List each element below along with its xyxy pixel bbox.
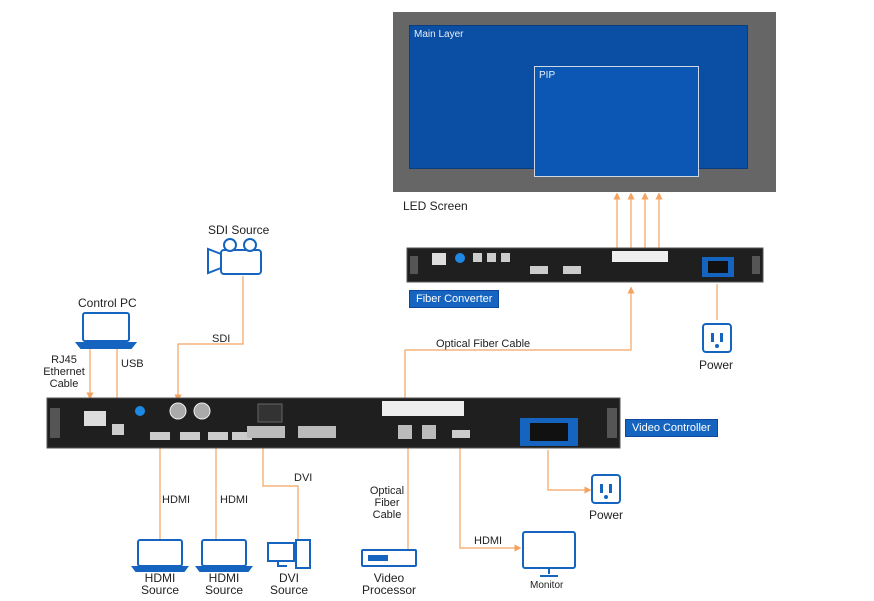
sdi-cable-label: SDI bbox=[212, 333, 231, 345]
laptop-icon bbox=[74, 312, 138, 349]
control-pc-label: Control PC bbox=[78, 296, 137, 310]
monitor-icon bbox=[522, 531, 576, 577]
pip-label: PIP bbox=[539, 70, 556, 81]
hdmi-cable-1-label: HDMI bbox=[162, 494, 191, 506]
optical-fiber-bottom-line-3: Cable bbox=[372, 509, 402, 521]
dvi-cable-label: DVI bbox=[294, 472, 313, 484]
optical-fiber-bottom-line-1: Optical bbox=[369, 485, 405, 497]
optical-fiber-top-label: Optical Fiber Cable bbox=[436, 338, 531, 350]
video-processor-line-2: Processor bbox=[361, 583, 417, 597]
dvi-source-label: DVI Source bbox=[265, 572, 313, 596]
sdi-source-label: SDI Source bbox=[208, 223, 270, 237]
power-outlet-icon-top bbox=[702, 323, 732, 353]
optical-fiber-bottom-line-2: Fiber bbox=[374, 497, 400, 509]
monitor-label: Monitor bbox=[530, 580, 564, 591]
dvi-source-line-2: Source bbox=[269, 583, 309, 597]
rj45-cable-line-3: Cable bbox=[49, 378, 79, 390]
hdmi-source-2-line-1: HDMI bbox=[208, 571, 240, 585]
hdmi-source-2-line-2: Source bbox=[204, 583, 244, 597]
fiber-converter-device bbox=[406, 247, 764, 283]
power-label-top: Power bbox=[699, 358, 734, 372]
optical-fiber-cable-top bbox=[404, 286, 635, 430]
hdmi-source-1-line-2: Source bbox=[140, 583, 180, 597]
dvi-cable bbox=[262, 448, 299, 540]
video-controller-device bbox=[46, 397, 621, 449]
hdmi-source-2-label: HDMI Source bbox=[200, 572, 248, 596]
usb-cable-label: USB bbox=[121, 358, 144, 370]
power-cable-bottom bbox=[547, 450, 592, 494]
video-processor-line-1: Video bbox=[373, 571, 405, 585]
optical-fiber-bottom-label: Optical Fiber Cable bbox=[362, 485, 412, 521]
hdmi-monitor-cable bbox=[459, 448, 522, 552]
pip-window: PIP bbox=[534, 66, 699, 177]
sdi-cable bbox=[174, 276, 244, 402]
video-processor-icon bbox=[361, 549, 417, 567]
video-processor-label: Video Processor bbox=[358, 572, 420, 596]
laptop-icon-hdmi-1 bbox=[131, 539, 189, 572]
laptop-icon-hdmi-2 bbox=[195, 539, 253, 572]
camera-icon bbox=[207, 238, 262, 275]
main-layer-label: Main Layer bbox=[414, 29, 464, 40]
hdmi-cable-2-label: HDMI bbox=[220, 494, 249, 506]
rj45-cable-line-1: RJ45 bbox=[51, 354, 77, 366]
desktop-pc-icon bbox=[267, 539, 311, 569]
dvi-source-line-1: DVI bbox=[278, 571, 299, 585]
power-label-bottom: Power bbox=[589, 508, 624, 522]
hdmi-monitor-cable-label: HDMI bbox=[474, 535, 503, 547]
rj45-cable-line-2: Ethernet bbox=[43, 366, 85, 378]
power-outlet-icon-bottom bbox=[591, 474, 621, 504]
rj45-cable-label: RJ45 Ethernet Cable bbox=[40, 354, 88, 390]
hdmi-source-1-line-1: HDMI bbox=[144, 571, 176, 585]
hdmi-source-1-label: HDMI Source bbox=[136, 572, 184, 596]
video-controller-tag: Video Controller bbox=[625, 419, 718, 437]
led-screen-label: LED Screen bbox=[403, 199, 468, 213]
fiber-converter-tag: Fiber Converter bbox=[409, 290, 500, 308]
